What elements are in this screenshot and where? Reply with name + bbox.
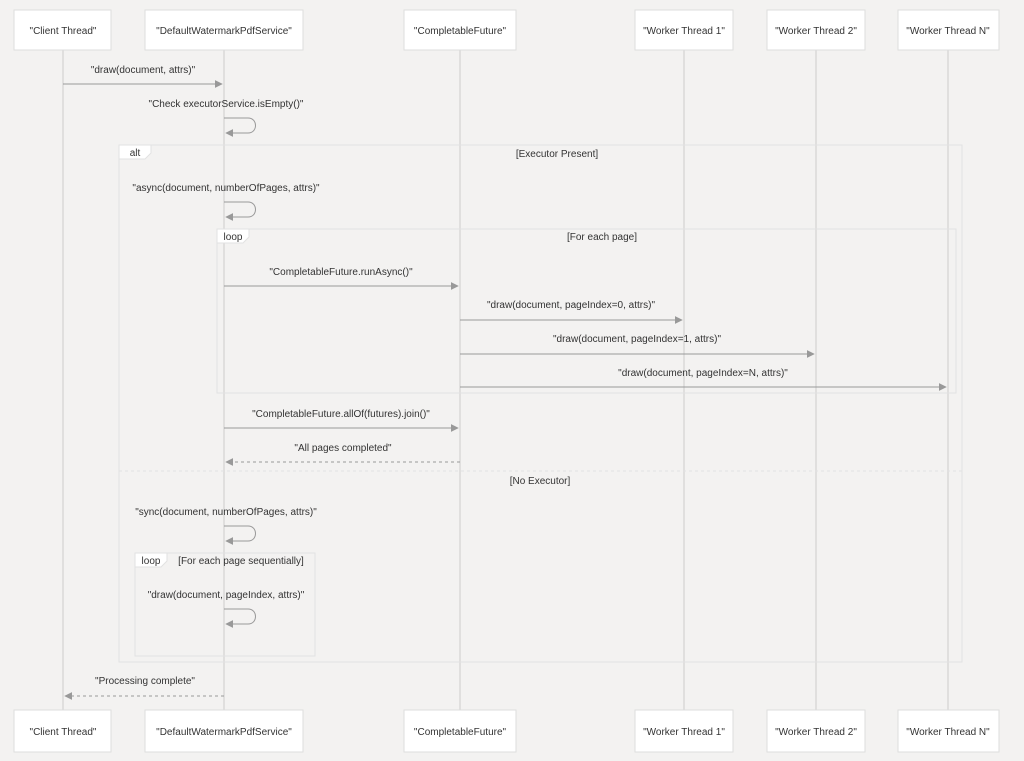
- participant-label: "Client Thread": [30, 727, 97, 738]
- message-self-arrow: [224, 117, 256, 137]
- participant-client-bottom: "Client Thread": [13, 709, 112, 753]
- message-all-of-join: "CompletableFuture.allOf(futures).join()…: [224, 409, 459, 432]
- participants-bottom: "Client Thread" "DefaultWatermarkPdfServ…: [13, 709, 1000, 753]
- loop-sequential-keyword-tab: [134, 552, 168, 568]
- participant-box: [403, 709, 517, 753]
- message-label: "sync(document, numberOfPages, attrs)": [135, 507, 317, 518]
- loop-pages-condition: [For each page]: [567, 232, 637, 243]
- participant-label: "DefaultWatermarkPdfService": [156, 727, 292, 738]
- message-label: "async(document, numberOfPages, attrs)": [132, 183, 320, 194]
- participant-worker2-top: "Worker Thread 2": [766, 9, 866, 51]
- participant-box: [144, 709, 304, 753]
- message-check-executor: "Check executorService.isEmpty()": [149, 99, 304, 137]
- participant-label: "Worker Thread 1": [643, 26, 725, 37]
- alt-keyword-tab: [118, 144, 152, 160]
- participant-box: [897, 9, 1000, 51]
- participant-label: "Worker Thread 2": [775, 26, 857, 37]
- participant-label: "DefaultWatermarkPdfService": [156, 26, 292, 37]
- participant-label: "Worker Thread 1": [643, 727, 725, 738]
- message-sync: "sync(document, numberOfPages, attrs)": [135, 507, 317, 545]
- message-label: "Processing complete": [95, 676, 195, 687]
- message-label: "draw(document, pageIndex, attrs)": [148, 590, 305, 601]
- loop-pages-keyword-tab: [216, 228, 250, 244]
- message-label: "CompletableFuture.allOf(futures).join()…: [252, 409, 430, 420]
- message-label: "CompletableFuture.runAsync()": [269, 267, 413, 278]
- participant-box: [634, 709, 734, 753]
- loop-fragment-sequential: loop [For each page sequentially]: [134, 552, 316, 657]
- participant-box: [13, 709, 112, 753]
- alt-keyword: alt: [130, 148, 141, 159]
- loop-pages-frame: [216, 228, 957, 394]
- message-label: "draw(document, pageIndex=1, attrs)": [553, 334, 721, 345]
- participant-workerN-bottom: "Worker Thread N": [897, 709, 1000, 753]
- participant-worker1-bottom: "Worker Thread 1": [634, 709, 734, 753]
- loop-pages-keyword: loop: [224, 232, 243, 243]
- participant-box: [766, 9, 866, 51]
- lifelines: [62, 50, 949, 710]
- message-label: "All pages completed": [294, 443, 392, 454]
- message-draw-page-1: "draw(document, pageIndex=1, attrs)": [460, 334, 815, 358]
- alt-fragment: alt [Executor Present] [No Executor]: [118, 144, 963, 663]
- message-draw-page-index: "draw(document, pageIndex, attrs)": [148, 590, 305, 628]
- message-async: "async(document, numberOfPages, attrs)": [132, 183, 320, 221]
- participant-future-top: "CompletableFuture": [403, 9, 517, 51]
- participant-box: [897, 709, 1000, 753]
- participant-client-top: "Client Thread": [13, 9, 112, 51]
- participant-worker1-top: "Worker Thread 1": [634, 9, 734, 51]
- message-draw-page-n: "draw(document, pageIndex=N, attrs)": [460, 368, 947, 391]
- alt-frame: [118, 144, 963, 663]
- loop-fragment-pages: loop [For each page]: [216, 228, 957, 394]
- message-label: "draw(document, pageIndex=N, attrs)": [618, 368, 788, 379]
- participant-label: "CompletableFuture": [414, 26, 507, 37]
- participant-box: [13, 9, 112, 51]
- participant-service-bottom: "DefaultWatermarkPdfService": [144, 709, 304, 753]
- participant-label: "Worker Thread N": [906, 26, 990, 37]
- message-draw-page-0: "draw(document, pageIndex=0, attrs)": [460, 300, 683, 324]
- participant-box: [144, 9, 304, 51]
- message-all-pages-completed: "All pages completed": [225, 443, 460, 466]
- messages: "draw(document, attrs)" "Check executorS…: [63, 65, 947, 700]
- participant-label: "Worker Thread N": [906, 727, 990, 738]
- participant-workerN-top: "Worker Thread N": [897, 9, 1000, 51]
- loop-sequential-frame: [134, 552, 316, 657]
- participant-label: "Worker Thread 2": [775, 727, 857, 738]
- alt-else-condition: [No Executor]: [510, 476, 571, 487]
- participant-box: [766, 709, 866, 753]
- loop-sequential-keyword: loop: [142, 556, 161, 567]
- message-run-async: "CompletableFuture.runAsync()": [224, 267, 459, 290]
- alt-condition: [Executor Present]: [516, 149, 598, 160]
- message-self-arrow: [224, 525, 256, 545]
- message-self-arrow: [224, 201, 256, 221]
- participant-worker2-bottom: "Worker Thread 2": [766, 709, 866, 753]
- message-draw-request: "draw(document, attrs)": [63, 65, 223, 88]
- message-label: "Check executorService.isEmpty()": [149, 99, 304, 110]
- message-self-arrow: [224, 608, 256, 628]
- participants-top: "Client Thread" "DefaultWatermarkPdfServ…: [13, 9, 1000, 51]
- participant-box: [634, 9, 734, 51]
- message-label: "draw(document, pageIndex=0, attrs)": [487, 300, 655, 311]
- participant-future-bottom: "CompletableFuture": [403, 709, 517, 753]
- loop-sequential-condition: [For each page sequentially]: [178, 556, 304, 567]
- message-label: "draw(document, attrs)": [91, 65, 196, 76]
- message-processing-complete: "Processing complete": [64, 676, 224, 700]
- participant-label: "CompletableFuture": [414, 727, 507, 738]
- participant-label: "Client Thread": [30, 26, 97, 37]
- participant-service-top: "DefaultWatermarkPdfService": [144, 9, 304, 51]
- participant-box: [403, 9, 517, 51]
